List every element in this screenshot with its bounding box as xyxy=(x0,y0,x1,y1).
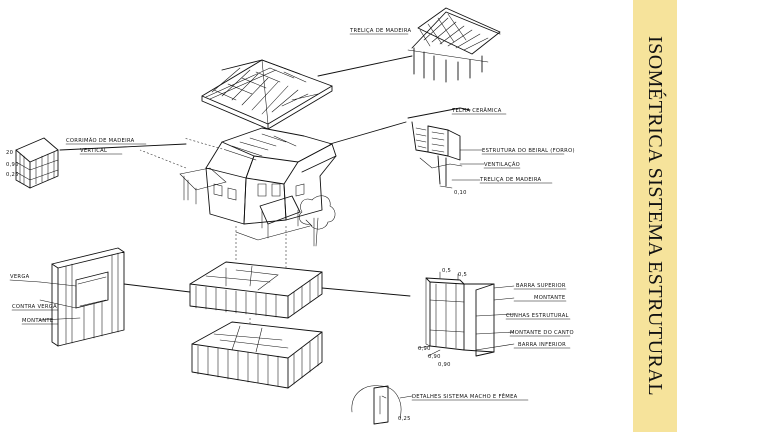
label-corrimao: CORRIMÃO DE MADEIRA xyxy=(66,137,135,144)
wall-panel-detail xyxy=(39,247,191,347)
dim-010: 0,10 xyxy=(454,190,467,196)
dim-20: 20 xyxy=(6,150,13,156)
label-estrutura-beiral: ESTRUTURA DO BEIRAL (FORRO) xyxy=(482,148,575,154)
dimension-numbers: 20 0,90 0,5 0,5 0,90 0,90 0,90 0,10 0,25… xyxy=(6,150,467,422)
label-barra-superior: BARRA SUPERIOR xyxy=(516,283,566,289)
dim-025: 0,25 xyxy=(6,172,19,178)
label-verga: VERGA xyxy=(10,274,30,280)
label-vertical: VERTICAL xyxy=(80,148,107,154)
label-telha-ceramica: TELHA CERÂMICA xyxy=(451,107,502,114)
label-cunhas: CUNHAS ESTRUTURAL xyxy=(506,313,569,319)
dim-090: 0,90 xyxy=(6,162,19,168)
label-montante-right: MONTANTE xyxy=(534,295,565,301)
truss-detail xyxy=(317,7,501,83)
label-ventilacao: VENTILAÇÃO xyxy=(484,161,520,168)
label-detalhes: DETALHES SISTEMA MACHO E FÊMEA xyxy=(412,392,518,400)
tongue-groove-detail xyxy=(351,385,413,425)
dim-025b: 0,25 xyxy=(398,416,411,422)
label-trelica-madeira-top: TRELIÇA DE MADEIRA xyxy=(349,28,412,34)
railing-detail xyxy=(15,137,187,189)
frame-upper-floor xyxy=(189,261,323,319)
label-trelica-madeira-eave: TRELIÇA DE MADEIRA xyxy=(479,177,542,183)
roof-truss-assembly xyxy=(201,59,333,130)
page-title: ISOMÉTRICA SISTEMA ESTRUTURAL xyxy=(644,35,666,397)
frame-ground-floor xyxy=(191,226,411,389)
dim-090b: 0,90 xyxy=(428,354,441,360)
annotation-labels: TRELIÇA DE MADEIRA TELHA CERÂMICA ESTRUT… xyxy=(9,28,575,401)
label-contra-verga: CONTRA VERGA xyxy=(12,304,57,310)
dim-090a: 0,90 xyxy=(418,346,431,352)
corner-detail xyxy=(417,271,515,357)
dim-05a: 0,5 xyxy=(442,268,451,274)
label-montante: MONTANTE xyxy=(22,318,53,324)
dim-090c: 0,90 xyxy=(438,362,451,368)
dim-05b: 0,5 xyxy=(458,272,467,278)
label-barra-inferior: BARRA INFERIOR xyxy=(518,342,566,348)
house-isometric xyxy=(139,121,407,247)
label-montante-canto: MONTANTE DO CANTO xyxy=(510,330,574,336)
isometric-drawing: TRELIÇA DE MADEIRA TELHA CERÂMICA ESTRUT… xyxy=(6,7,575,425)
eave-detail xyxy=(407,107,471,189)
title-band xyxy=(633,0,677,432)
